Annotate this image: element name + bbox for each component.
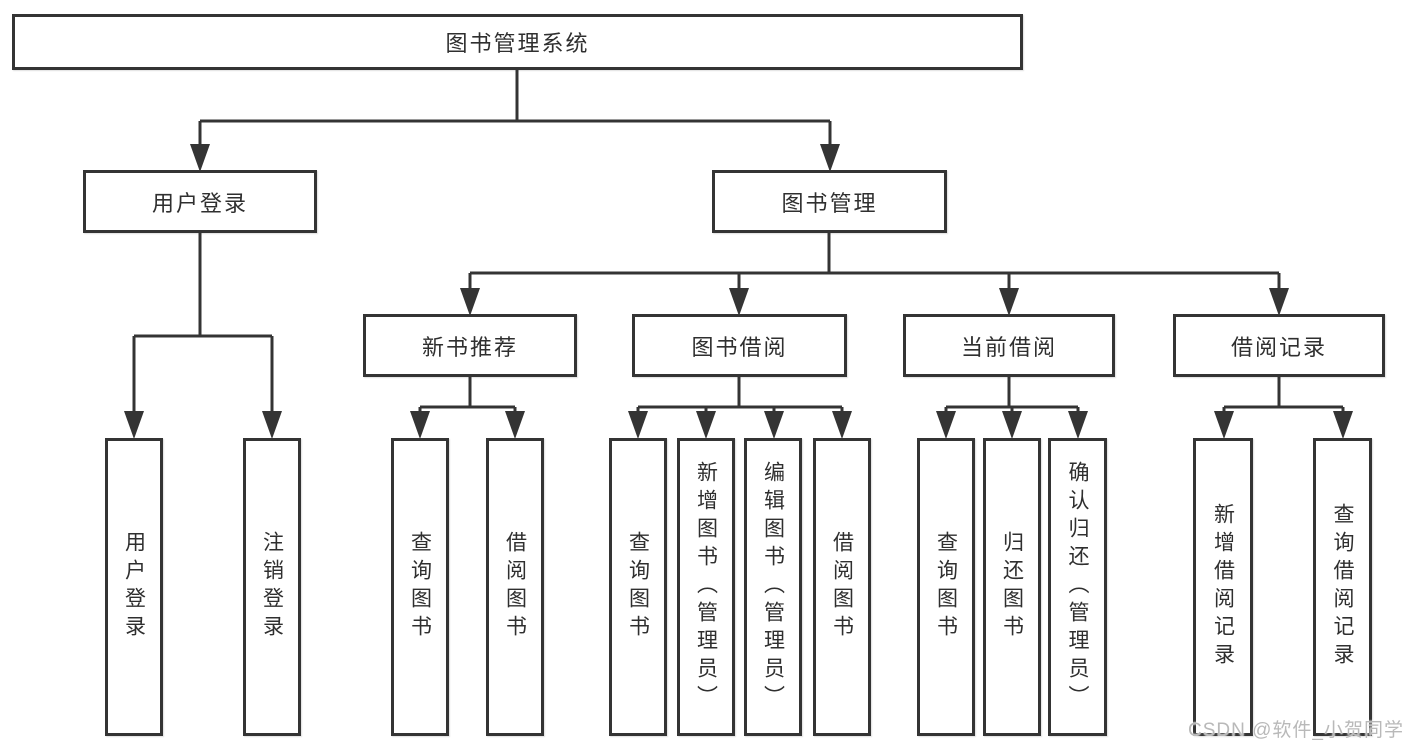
node-new-book-recommend: 新书推荐 [363, 314, 577, 377]
connector-userlogin-to-leaves [132, 233, 274, 413]
arrow-down-icon [628, 411, 648, 439]
leaf-query-borrow-record: 查询借阅记录 [1313, 438, 1372, 736]
arrow-down-icon [936, 411, 956, 439]
leaf-query-books-current: 查询图书 [917, 438, 975, 736]
leaf-borrow-books-borrowing: 借阅图书 [813, 438, 871, 736]
arrow-down-icon [410, 411, 430, 439]
node-book-borrowing: 图书借阅 [632, 314, 847, 377]
leaf-add-books-admin: 新增图书（管理员） [677, 438, 735, 736]
arrow-down-icon [1214, 411, 1234, 439]
connector-borrowing-to-leaves [636, 377, 844, 413]
node-borrowing-records: 借阅记录 [1173, 314, 1385, 377]
leaf-add-borrow-record: 新增借阅记录 [1193, 438, 1253, 736]
arrow-down-icon [262, 411, 282, 439]
arrow-down-icon [696, 411, 716, 439]
leaf-query-books-borrowing: 查询图书 [609, 438, 667, 736]
connector-bookmgmt-to-level2 [468, 233, 1281, 290]
leaf-query-books-recommend: 查询图书 [391, 438, 449, 736]
leaf-confirm-return-admin: 确认归还（管理员） [1048, 438, 1107, 736]
arrow-down-icon [190, 144, 210, 172]
connector-current-to-leaves [944, 377, 1080, 413]
arrow-down-icon [764, 411, 784, 439]
node-user-login: 用户登录 [83, 170, 317, 233]
arrow-down-icon [1269, 288, 1289, 316]
leaf-logout-login: 注销登录 [243, 438, 301, 736]
connector-newbook-to-leaves [418, 377, 517, 413]
arrow-down-icon [1068, 411, 1088, 439]
arrow-down-icon [460, 288, 480, 316]
node-library-system: 图书管理系统 [12, 14, 1023, 70]
watermark: CSDN @软件_小贺同学 [1188, 720, 1404, 741]
leaf-borrow-books-recommend: 借阅图书 [486, 438, 544, 736]
node-current-borrowing: 当前借阅 [903, 314, 1115, 377]
arrow-down-icon [124, 411, 144, 439]
leaf-return-books: 归还图书 [983, 438, 1041, 736]
arrow-down-icon [999, 288, 1019, 316]
arrow-down-icon [505, 411, 525, 439]
leaf-user-login: 用户登录 [105, 438, 163, 736]
arrow-down-icon [729, 288, 749, 316]
node-book-management: 图书管理 [712, 170, 947, 233]
leaf-edit-books-admin: 编辑图书（管理员） [744, 438, 802, 736]
connector-records-to-leaves [1222, 377, 1345, 413]
arrow-down-icon [1333, 411, 1353, 439]
arrow-down-icon [832, 411, 852, 439]
arrow-down-icon [820, 144, 840, 172]
arrow-down-icon [1002, 411, 1022, 439]
connector-root-to-level1 [198, 70, 832, 146]
